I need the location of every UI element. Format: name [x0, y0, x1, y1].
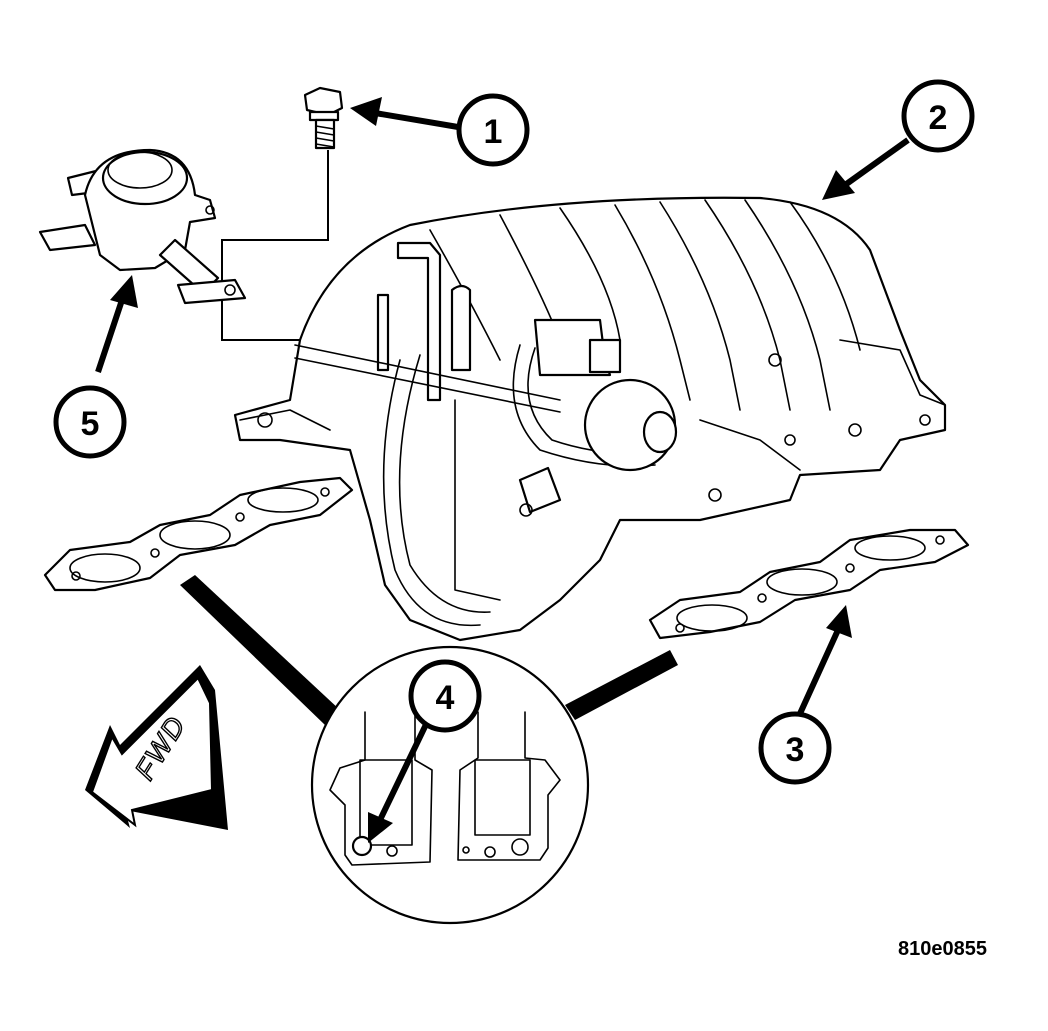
callout-1: 1: [456, 93, 530, 167]
intake-gasket-left: [43, 476, 354, 592]
callout-3-label: 3: [786, 731, 805, 769]
bolt-leader-line: [221, 150, 329, 341]
callout-4: 4: [408, 659, 482, 733]
callout-1-label: 1: [484, 113, 503, 151]
egr-valve-assembly: [38, 148, 247, 305]
callout-5-label: 5: [81, 405, 100, 443]
figure-code: 810e0855: [898, 938, 987, 960]
bolt: [303, 86, 344, 150]
callout-2-label: 2: [929, 99, 948, 137]
intake-manifold: [233, 196, 947, 642]
callout-4-label: 4: [436, 679, 455, 717]
detail-magnifier: [180, 575, 678, 925]
intake-gasket-right: [648, 528, 970, 640]
callout-arrows: [95, 97, 910, 843]
callout-5: 5: [53, 385, 127, 459]
callout-2: 2: [901, 79, 975, 153]
callout-3: 3: [758, 711, 832, 785]
forward-direction-arrow: FWD: [85, 665, 228, 830]
